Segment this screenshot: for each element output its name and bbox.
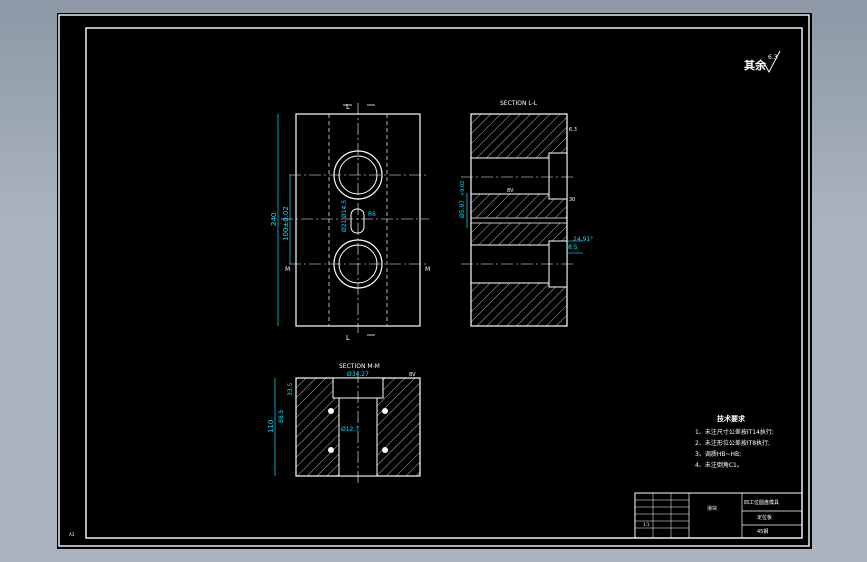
- inner-border: [85, 27, 803, 539]
- svg-text:8.5: 8.5: [568, 244, 578, 251]
- lower-bore: [333, 239, 383, 289]
- svg-text:8V: 8V: [409, 372, 416, 378]
- section-m-view: SECTION M-M Ø34.27 Ø12.7 110 88.5 33.5 8…: [267, 363, 421, 483]
- svg-text:M: M: [285, 266, 290, 273]
- svg-text:1、未注尺寸公差按IT14执行;: 1、未注尺寸公差按IT14执行;: [695, 428, 774, 436]
- svg-text:100±0.02: 100±0.02: [282, 206, 290, 241]
- cad-viewport[interactable]: 其余 6.3 L L M M 240: [57, 13, 812, 549]
- svg-text:24.91°: 24.91°: [573, 236, 593, 243]
- svg-text:3、调质HB~HB;: 3、调质HB~HB;: [695, 450, 741, 458]
- svg-text:30: 30: [569, 197, 575, 203]
- svg-text:定位板: 定位板: [757, 514, 772, 521]
- svg-text:Ø5.97: Ø5.97: [459, 200, 466, 218]
- svg-text:SECTION M-M: SECTION M-M: [339, 363, 380, 370]
- svg-text:240: 240: [270, 213, 278, 226]
- outer-border: [58, 14, 810, 547]
- svg-text:+0.02: +0.02: [460, 181, 466, 196]
- top-view: L L M M 240 100±0.02 Ø14.5 Ø21 R6: [270, 103, 430, 342]
- surface-finish-note: 其余 6.3: [744, 50, 781, 74]
- section-l-view: SECTION L-L Ø5.97 +0.02 24.91° 8.5 6.3 8…: [459, 100, 593, 327]
- svg-text:2、未注形位公差按IT8执行;: 2、未注形位公差按IT8执行;: [695, 439, 770, 447]
- center-slot: [350, 208, 365, 234]
- svg-text:Ø34.27: Ø34.27: [347, 371, 369, 378]
- svg-text:R6: R6: [368, 211, 376, 218]
- svg-text:滑块: 滑块: [707, 505, 717, 512]
- title-block: 滑块 四工位圆盘模具 定位板 45钢 1:1: [634, 492, 803, 539]
- svg-text:其余: 其余: [744, 58, 767, 72]
- svg-text:四工位圆盘模具: 四工位圆盘模具: [744, 499, 779, 506]
- svg-text:6.3: 6.3: [768, 54, 778, 61]
- cad-drawing: 其余 6.3 L L M M 240: [58, 14, 810, 547]
- svg-text:88.5: 88.5: [278, 409, 285, 423]
- svg-text:6.3: 6.3: [569, 127, 577, 133]
- svg-text:45钢: 45钢: [757, 528, 768, 535]
- svg-text:L: L: [346, 103, 350, 111]
- svg-text:33.5: 33.5: [287, 382, 294, 396]
- svg-text:1:1: 1:1: [643, 522, 650, 527]
- tech-requirements: 技术要求 1、未注尺寸公差按IT14执行; 2、未注形位公差按IT8执行; 3、…: [695, 414, 774, 469]
- svg-text:M: M: [425, 266, 430, 273]
- svg-text:Ø14.5: Ø14.5: [341, 200, 348, 218]
- svg-text:L: L: [346, 334, 350, 342]
- svg-text:4、未注倒角C1。: 4、未注倒角C1。: [695, 461, 743, 469]
- upper-bore: [333, 150, 383, 200]
- svg-text:110: 110: [267, 420, 275, 433]
- svg-text:Ø21: Ø21: [341, 219, 348, 232]
- svg-text:8V: 8V: [507, 188, 514, 194]
- svg-text:SECTION L-L: SECTION L-L: [500, 100, 538, 107]
- corner-mark: A3: [69, 532, 75, 537]
- svg-text:技术要求: 技术要求: [717, 414, 746, 423]
- svg-text:Ø12.7: Ø12.7: [341, 426, 359, 433]
